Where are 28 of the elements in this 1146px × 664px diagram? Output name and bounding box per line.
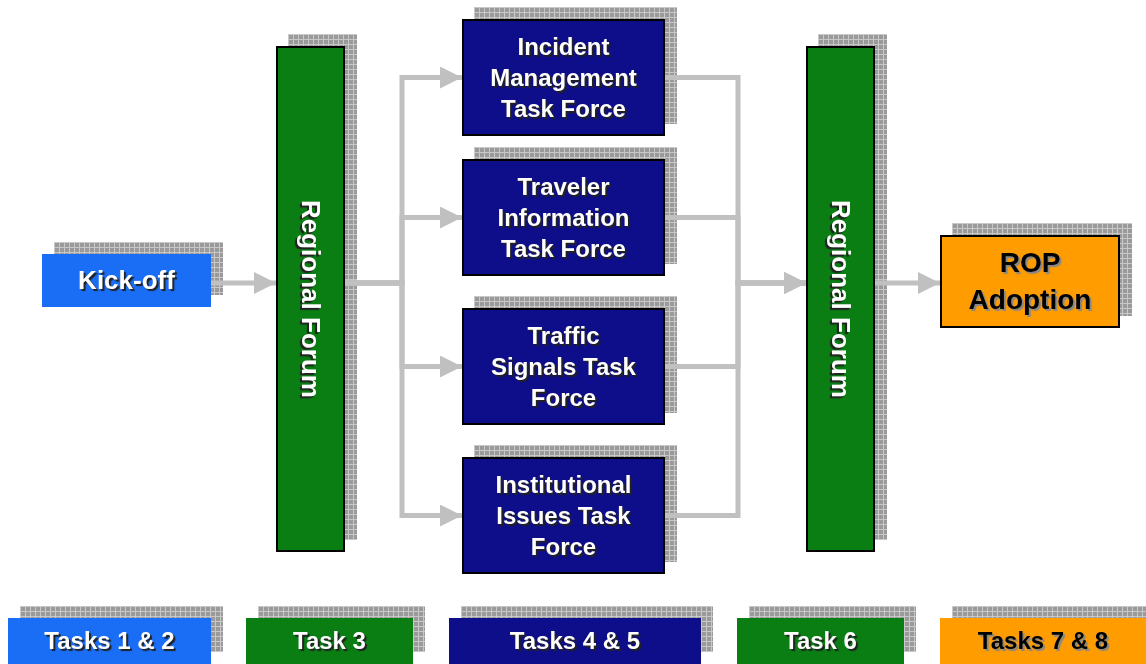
node-label: ROP Adoption xyxy=(967,246,1093,317)
phase-bar xyxy=(940,618,1146,664)
phase-bar xyxy=(449,618,701,664)
node-label: Regional Forum xyxy=(295,200,328,398)
node-label: Kick-off xyxy=(77,263,176,297)
node-label: Institutional Issues Task Force xyxy=(494,469,633,563)
task-force-box xyxy=(462,457,665,574)
node-label: Tasks 4 & 5 xyxy=(508,626,642,657)
node-label: Traveler Information Task Force xyxy=(496,171,631,265)
forum-bar xyxy=(806,46,875,552)
end-box xyxy=(940,235,1120,328)
node-label: Task 3 xyxy=(292,626,367,657)
node-label: Regional Forum xyxy=(825,200,858,398)
node-label: Incident Management Task Force xyxy=(489,31,638,125)
node-label: Tasks 7 & 8 xyxy=(976,626,1110,657)
task-force-box xyxy=(462,19,665,136)
arrow xyxy=(875,272,940,294)
node-label: Tasks 1 & 2 xyxy=(43,626,176,657)
forum-bar xyxy=(276,46,345,552)
phase-bar xyxy=(737,618,904,664)
phase-bar xyxy=(246,618,413,664)
task-force-box xyxy=(462,159,665,276)
arrow xyxy=(211,272,276,294)
node-label: Task 6 xyxy=(783,626,858,657)
start-box xyxy=(42,254,211,307)
phase-bar xyxy=(8,618,211,664)
task-force-box xyxy=(462,308,665,425)
node-label: Traffic Signals Task Force xyxy=(490,320,637,414)
